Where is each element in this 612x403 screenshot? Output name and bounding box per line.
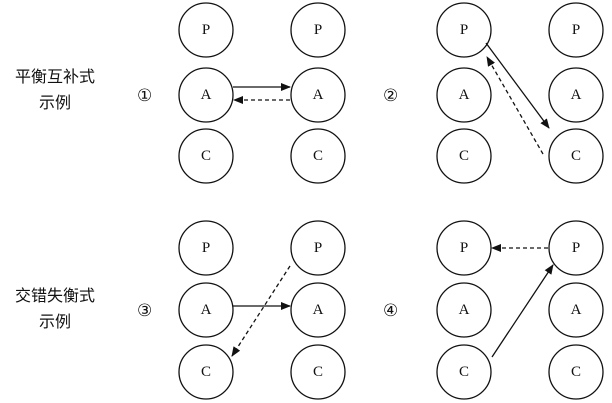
staggered-label-line2: 示例	[38, 312, 71, 331]
panel-3-right-p-node	[290, 220, 346, 276]
panel-3-left-a-node	[178, 282, 234, 338]
balanced-label-line2: 示例	[38, 93, 71, 112]
panel-2-left-a-node	[436, 67, 492, 123]
panel-4-left-a-node	[436, 282, 492, 338]
panel-1-right-p-node	[290, 2, 346, 58]
panel-1-left-p-label: P	[202, 22, 210, 38]
panel-2-right-c-node	[548, 128, 604, 184]
panel-1-left-p-node	[178, 2, 234, 58]
panel-3-left-c-label: C	[201, 364, 211, 380]
panel-1-right-a-label: A	[313, 87, 324, 103]
panel-2-right-p-node	[548, 2, 604, 58]
panel-2-left-a-label: A	[459, 87, 470, 103]
panel-2-left-c-node	[436, 128, 492, 184]
panel-4-right-a-label: A	[571, 302, 582, 318]
panel-4-left-c-node	[436, 344, 492, 400]
panel-1-left-a-label: A	[201, 87, 212, 103]
panel-2: P A C P A C	[436, 2, 604, 184]
panel-2-right-c-label: C	[571, 148, 581, 164]
panel-4-right-a-node	[548, 282, 604, 338]
panel-4: P A C P A C	[436, 220, 604, 400]
panel-1-right-c-node	[290, 128, 346, 184]
panel-3-right-a-node	[290, 282, 346, 338]
panel-2-left-p-node	[436, 2, 492, 58]
panel-3-left-c-node	[178, 344, 234, 400]
panel-4-left-a-label: A	[459, 302, 470, 318]
panel-1-right-c-label: C	[313, 148, 323, 164]
panel-3-right-c-label: C	[313, 364, 323, 380]
balanced-label: 平衡互补式 示例	[10, 64, 100, 116]
panel-2-left-c-label: C	[459, 148, 469, 164]
panel-3-number: ③	[137, 301, 152, 321]
panel-4-right-c-node	[548, 344, 604, 400]
panel-3-left-a-label: A	[201, 302, 212, 318]
panel-2-right-a-label: A	[571, 87, 582, 103]
panel-3-right-a-label: A	[313, 302, 324, 318]
panel-2-number: ②	[383, 86, 398, 106]
panel-2-right-p-label: P	[572, 22, 580, 38]
panel-3-left-p-label: P	[202, 240, 210, 256]
panel-4-number: ④	[383, 301, 398, 321]
panel-4-left-p-label: P	[460, 240, 468, 256]
balanced-label-line1: 平衡互补式	[14, 67, 95, 86]
panel-1-left-a-node	[178, 67, 234, 123]
panel-4-right-p-node	[548, 220, 604, 276]
panel-3-right-c-node	[290, 344, 346, 400]
panel-1: P A C P A C	[178, 2, 346, 184]
panel-2-dashed-arrow	[486, 56, 544, 155]
panel-1-number: ①	[137, 86, 152, 106]
panel-1-right-a-node	[290, 67, 346, 123]
panel-4-solid-arrow	[491, 264, 554, 358]
panel-4-right-p-label: P	[572, 240, 580, 256]
panel-2-solid-arrow	[485, 42, 550, 129]
panel-1-left-c-label: C	[201, 148, 211, 164]
panel-1-right-p-label: P	[314, 22, 322, 38]
panel-3: P A C P A C	[178, 220, 346, 400]
panel-3-left-p-node	[178, 220, 234, 276]
panel-3-right-p-label: P	[314, 240, 322, 256]
staggered-label-line1: 交错失衡式	[14, 286, 95, 305]
panel-4-left-c-label: C	[459, 364, 469, 380]
staggered-label: 交错失衡式 示例	[10, 283, 100, 335]
panel-4-right-c-label: C	[571, 364, 581, 380]
panel-2-right-a-node	[548, 67, 604, 123]
panel-1-left-c-node	[178, 128, 234, 184]
panel-3-dashed-arrow	[231, 265, 291, 357]
panel-2-left-p-label: P	[460, 22, 468, 38]
